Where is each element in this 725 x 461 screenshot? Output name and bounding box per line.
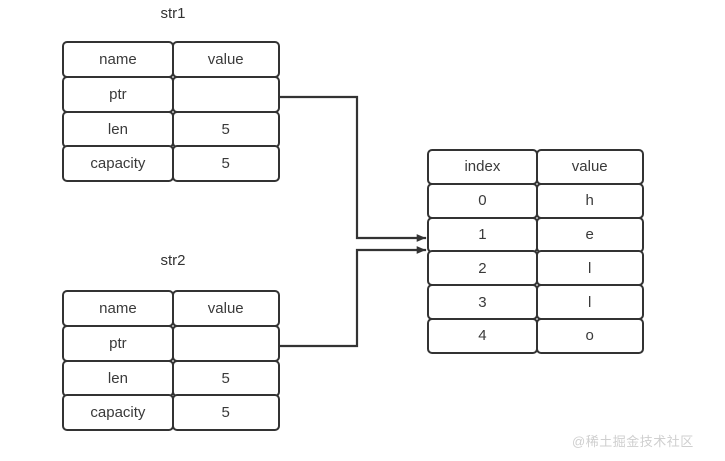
table-row: index value	[426, 148, 644, 185]
cell-key-capacity: capacity	[61, 394, 174, 432]
watermark: @稀土掘金技术社区	[572, 434, 694, 449]
table-row: name value	[61, 40, 280, 78]
struct-table-str1: name value ptr len 5 capacity 5	[61, 40, 280, 183]
cell-key-header: name	[61, 289, 174, 327]
pointer-arrow-str1	[279, 95, 427, 242]
cell-key-ptr: ptr	[61, 324, 174, 362]
cell-value-0: h	[535, 182, 644, 219]
cell-value-1: e	[535, 216, 644, 253]
table-row: name value	[61, 289, 280, 327]
cell-index-4: 4	[426, 317, 538, 354]
table-row: len 5	[61, 110, 280, 148]
pointer-arrow-str2	[279, 246, 427, 348]
cell-value-len: 5	[171, 110, 280, 148]
cell-index-0: 0	[426, 182, 538, 219]
cell-value-header: value	[535, 148, 644, 185]
cell-value-header: value	[171, 40, 280, 78]
table-row: 4 o	[426, 317, 644, 354]
heap-buffer-table: index value 0 h 1 e 2 l 3 l 4 o	[426, 148, 644, 354]
struct-table-str2: name value ptr len 5 capacity 5	[61, 289, 280, 432]
cell-index-2: 2	[426, 250, 538, 287]
cell-value-capacity: 5	[171, 145, 280, 183]
table-row: capacity 5	[61, 394, 280, 432]
cell-value-capacity: 5	[171, 394, 280, 432]
cell-value-4: o	[535, 317, 644, 354]
cell-index-1: 1	[426, 216, 538, 253]
cell-key-len: len	[61, 110, 174, 148]
struct-title-str2: str2	[160, 252, 186, 269]
table-row: capacity 5	[61, 145, 280, 183]
cell-index-header: index	[426, 148, 538, 185]
table-row: len 5	[61, 359, 280, 397]
cell-value-ptr	[171, 75, 280, 113]
cell-value-len: 5	[171, 359, 280, 397]
table-row: 1 e	[426, 216, 644, 253]
cell-value-3: l	[535, 284, 644, 321]
cell-key-ptr: ptr	[61, 75, 174, 113]
cell-index-3: 3	[426, 284, 538, 321]
cell-key-len: len	[61, 359, 174, 397]
cell-key-capacity: capacity	[61, 145, 174, 183]
table-row: ptr	[61, 324, 280, 362]
table-row: 3 l	[426, 284, 644, 321]
cell-value-ptr	[171, 324, 280, 362]
table-row: ptr	[61, 75, 280, 113]
cell-value-header: value	[171, 289, 280, 327]
cell-value-2: l	[535, 250, 644, 287]
table-row: 0 h	[426, 182, 644, 219]
table-row: 2 l	[426, 250, 644, 287]
cell-key-header: name	[61, 40, 174, 78]
struct-title-str1: str1	[160, 5, 186, 22]
